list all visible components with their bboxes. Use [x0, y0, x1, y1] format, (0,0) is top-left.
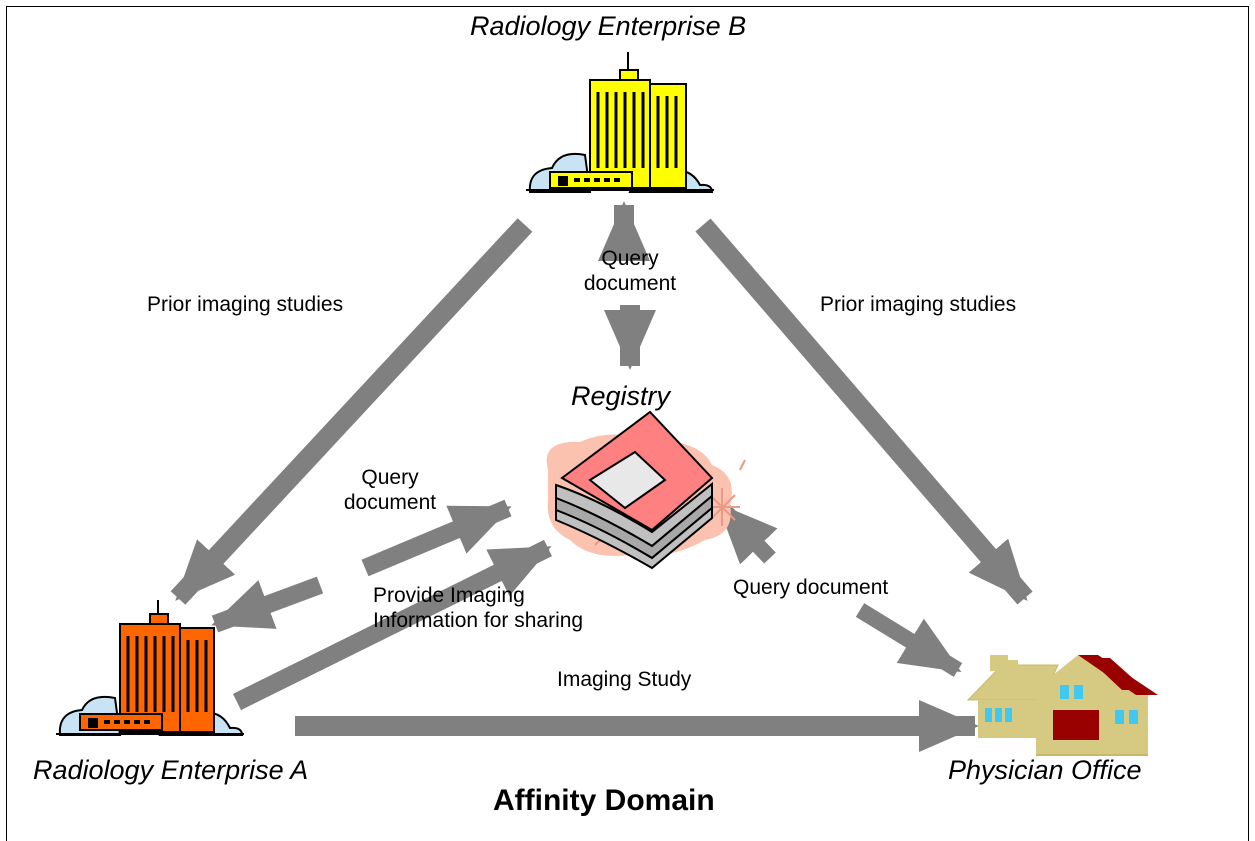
registry-title: Registry — [571, 381, 671, 411]
label-a-registry-query: Query document — [320, 465, 460, 515]
yellow-office-building-icon — [526, 52, 714, 193]
enterprise-b-title: Radiology Enterprise B — [470, 11, 747, 41]
label-office-registry: Query document — [733, 576, 889, 599]
enterprise-a-title: Radiology Enterprise A — [33, 755, 309, 785]
label-b-to-office: Prior imaging studies — [820, 293, 1017, 316]
orange-office-building-icon — [56, 600, 244, 736]
arrow-b-registry — [598, 201, 656, 370]
label-a-registry-query-line2: document — [343, 491, 437, 514]
label-a-registry-provide-line1: Provide Imaging — [373, 584, 525, 607]
diagram-frame — [6, 6, 1249, 841]
label-b-registry-line2: document — [583, 272, 677, 295]
label-b-to-a: Prior imaging studies — [147, 293, 344, 316]
document-stack-icon — [546, 410, 746, 570]
house-icon — [966, 655, 1158, 756]
label-a-registry-query-line1: Query — [361, 466, 419, 489]
label-a-to-office: Imaging Study — [557, 668, 692, 691]
label-b-registry-line1: Query — [601, 247, 659, 270]
arrow-b-to-a — [170, 218, 533, 605]
arrow-a-registry-query — [211, 499, 512, 633]
arrow-b-to-office — [695, 218, 1033, 605]
affinity-domain-title: Affinity Domain — [493, 784, 715, 817]
label-a-registry-provide-line2: Information for sharing — [373, 609, 584, 632]
label-a-registry-provide: Provide Imaging Information for sharing — [373, 583, 583, 633]
label-b-registry: Query document — [560, 246, 700, 296]
arrow-a-registry-provide — [233, 539, 552, 711]
physician-office-title: Physician Office — [948, 755, 1142, 785]
